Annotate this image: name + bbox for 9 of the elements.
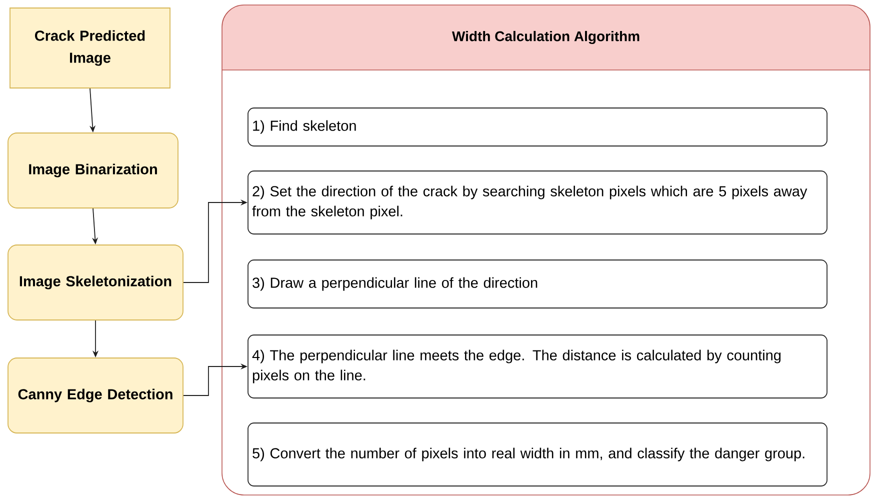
- step-box: 5) Convert the number of pixels into real width in mm, and classify the danger group.: [248, 422, 828, 486]
- process-box: Crack Predicted Image: [10, 8, 170, 88]
- step-box: 3) Draw a perpendicular line of the direction: [248, 260, 828, 308]
- step-box: 1) Find skeleton: [248, 108, 828, 146]
- process-box: Image Binarization: [8, 132, 178, 208]
- process-box: Canny Edge Detection: [8, 358, 184, 434]
- step-box: 4) The perpendicular line meets the edge. The distance is calculated by counting pixels on the line.: [248, 334, 828, 398]
- process-box: Image Skeletonization: [8, 244, 184, 320]
- step-box: 2) Set the direction of the crack by searching skeleton pixels which are 5 pixels away from the skeleton pixel.: [248, 170, 828, 234]
